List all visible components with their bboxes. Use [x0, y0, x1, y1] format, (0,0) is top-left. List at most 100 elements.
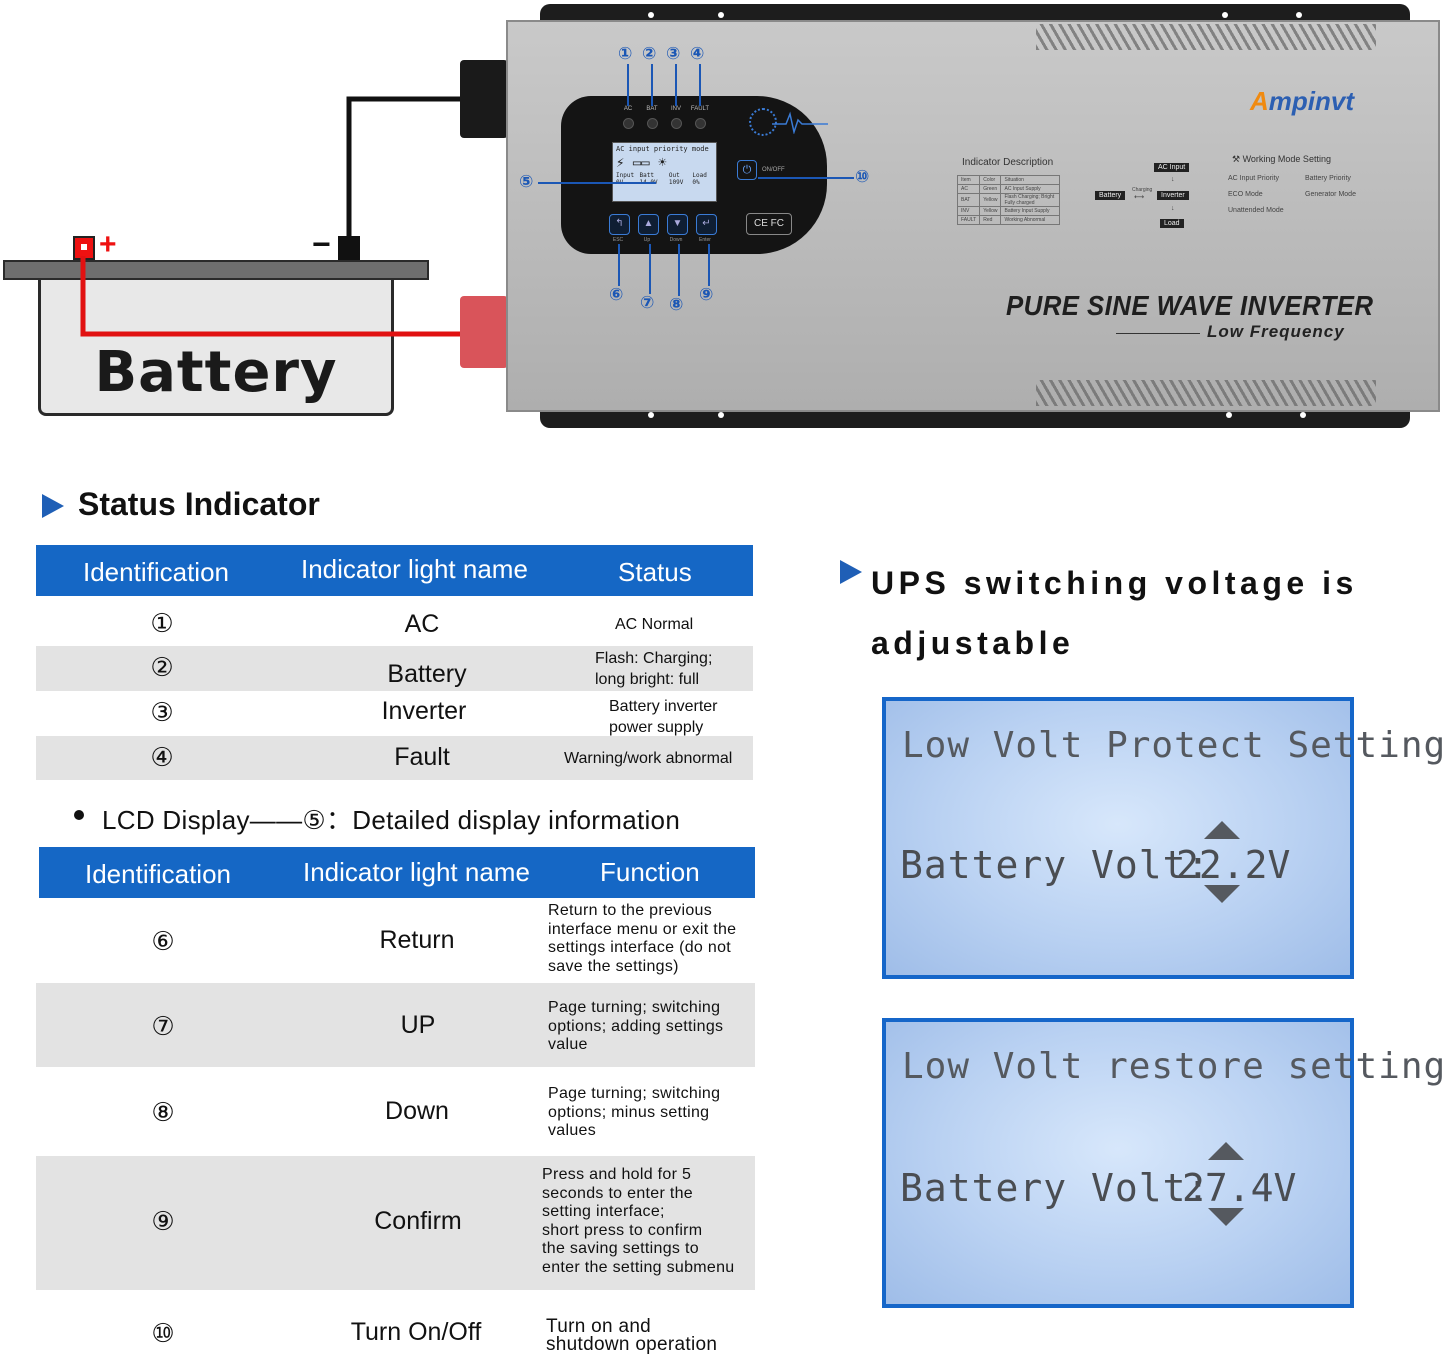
callout-5: ⑤: [519, 172, 534, 191]
callout-3: ③: [666, 44, 681, 63]
decrease-arrow-icon: [1204, 885, 1240, 903]
panel-lcd: AC input priority mode ⚡ ▭▭ ☀ Input 0VBa…: [612, 142, 717, 202]
certification-mark: CE FC: [746, 213, 792, 235]
increase-arrow-icon: [1204, 821, 1240, 839]
negative-terminal-icon: [338, 236, 360, 260]
flow-arrow-down-icon: ↓: [1171, 205, 1175, 212]
working-mode-icon: ⚒: [1232, 154, 1243, 164]
rail-screw: [718, 12, 724, 18]
working-mode-item: Unattended Mode: [1228, 207, 1284, 214]
callout-line: [678, 244, 680, 296]
down-label: Down: [669, 237, 683, 243]
callout-6: ⑥: [609, 285, 624, 304]
header-indicator-name: Indicator light name: [301, 554, 528, 584]
status-table-header: Identification Indicator light name Stat…: [36, 545, 753, 596]
table-row: ① AC AC Normal: [36, 600, 753, 646]
row-name: AC: [404, 610, 440, 638]
callout-7: ⑦: [640, 293, 655, 312]
lcd-label: Battery Volt:: [900, 843, 1211, 887]
section-marker-icon: [42, 494, 64, 518]
callout-2: ②: [642, 44, 657, 63]
callout-line: [618, 244, 620, 286]
ups-heading-line2: adjustable: [871, 625, 1075, 661]
led-label-bat: BAT: [646, 106, 658, 112]
callout-line: [699, 64, 701, 106]
vent-top: [1036, 24, 1376, 50]
up-label: Up: [643, 237, 651, 243]
flow-inverter: Inverter: [1157, 191, 1189, 200]
rail-screw: [648, 412, 654, 418]
esc-button[interactable]: ↰: [609, 214, 630, 235]
section-marker-icon: [840, 560, 862, 584]
row-id: ④: [150, 742, 174, 772]
inverter-title: PURE SINE WAVE INVERTER: [1006, 290, 1374, 321]
inv-led-icon: [671, 118, 682, 129]
row-name: Battery: [387, 660, 467, 688]
battery-label: Battery: [94, 340, 338, 405]
vent-bottom: [1036, 380, 1376, 406]
status-indicator-heading: Status Indicator: [78, 486, 320, 522]
rail-screw: [1300, 412, 1306, 418]
led-label-fault: FAULT: [690, 106, 710, 112]
callout-line: [538, 182, 656, 184]
fault-led-icon: [695, 118, 706, 129]
lcd-title: Low Volt restore setting: [902, 1046, 1445, 1087]
working-mode-item: AC Input Priority: [1228, 175, 1279, 182]
bullet-icon: [74, 810, 84, 820]
indicator-description-title: Indicator Description: [962, 157, 1054, 168]
down-button[interactable]: ▼: [667, 214, 688, 235]
flow-ac-input: AC Input: [1154, 163, 1190, 172]
positive-wire: [80, 256, 462, 337]
row-status: AC Normal: [615, 616, 694, 633]
working-mode-item: ECO Mode: [1228, 191, 1263, 198]
row-name: Down: [385, 1097, 449, 1125]
header-indicator-name: Indicator light name: [303, 857, 530, 887]
battery-wires: [80, 96, 462, 337]
row-id: ⑦: [151, 1011, 175, 1041]
row-id: ②: [150, 652, 174, 682]
onoff-label: ON/OFF: [762, 167, 785, 173]
heartbeat-icon: [772, 111, 828, 134]
callout-9: ⑨: [699, 285, 714, 304]
increase-arrow-icon: [1208, 1142, 1244, 1160]
row-name: Inverter: [381, 697, 467, 725]
up-button[interactable]: ▲: [638, 214, 659, 235]
enter-button[interactable]: ↵: [696, 214, 717, 235]
flow-load: Load: [1160, 219, 1184, 228]
brand-logo: Ampinvt: [1250, 86, 1355, 116]
header-function: Function: [600, 857, 700, 887]
lcd-screen-protect: Low Volt Protect Setting Battery Volt: 2…: [882, 697, 1445, 979]
table-row: ② Battery Flash: Charging;long bright: f…: [36, 646, 753, 691]
lcd-label: Battery Volt:: [900, 1166, 1211, 1210]
row-name: Turn On/Off: [350, 1318, 482, 1346]
lcd-title: Low Volt Protect Setting: [902, 725, 1445, 766]
bat-led-icon: [647, 118, 658, 129]
esc-label: ESC: [612, 237, 624, 243]
led-row: AC BAT INV FAULT: [615, 106, 715, 136]
header-identification: Identification: [83, 557, 229, 587]
power-icon: ⏻: [742, 164, 752, 176]
power-button[interactable]: ⏻: [737, 160, 757, 180]
panel-lcd-icons: ⚡ ▭▭ ☀: [616, 155, 667, 171]
flow-charging: Charging: [1132, 187, 1153, 193]
row-id: ⑨: [151, 1206, 175, 1236]
led-label-inv: INV: [670, 106, 681, 112]
negative-cable-cap: [460, 60, 508, 138]
row-name: Confirm: [374, 1207, 462, 1235]
lcd-display-line: LCD Display——⑤：Detailed display informat…: [102, 805, 681, 835]
row-name: Fault: [394, 743, 450, 771]
lcd-value: 22.2V: [1176, 843, 1291, 887]
decrease-arrow-icon: [1208, 1208, 1244, 1226]
rail-screw: [1226, 412, 1232, 418]
row-id: ③: [150, 697, 174, 727]
callout-1: ①: [618, 44, 633, 63]
positive-cable-cap: [460, 296, 508, 368]
